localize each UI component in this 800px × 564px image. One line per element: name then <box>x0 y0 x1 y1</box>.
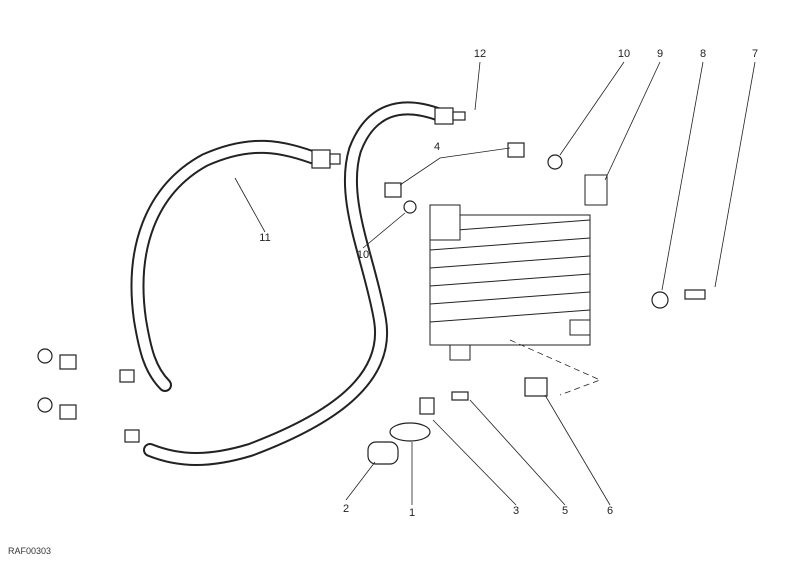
callout-6: 6 <box>606 505 614 517</box>
fittings <box>37 107 706 465</box>
callout-1: 1 <box>408 507 416 519</box>
leader-lines <box>234 61 756 506</box>
callout-8: 8 <box>699 48 707 60</box>
callout-4: 4 <box>433 141 441 153</box>
callout-10-lower: 10 <box>356 249 370 261</box>
callout-11: 11 <box>259 232 271 244</box>
reference-code: RAF00303 <box>8 546 52 556</box>
callout-2: 2 <box>342 503 350 515</box>
callout-12: 12 <box>473 48 487 60</box>
hose-11 <box>130 139 327 392</box>
callout-7: 7 <box>751 48 759 60</box>
callout-9: 9 <box>656 48 664 60</box>
callout-3: 3 <box>512 505 520 517</box>
callout-10: 10 <box>617 48 631 60</box>
callout-5: 5 <box>561 505 569 517</box>
oil-cooler <box>429 174 608 361</box>
